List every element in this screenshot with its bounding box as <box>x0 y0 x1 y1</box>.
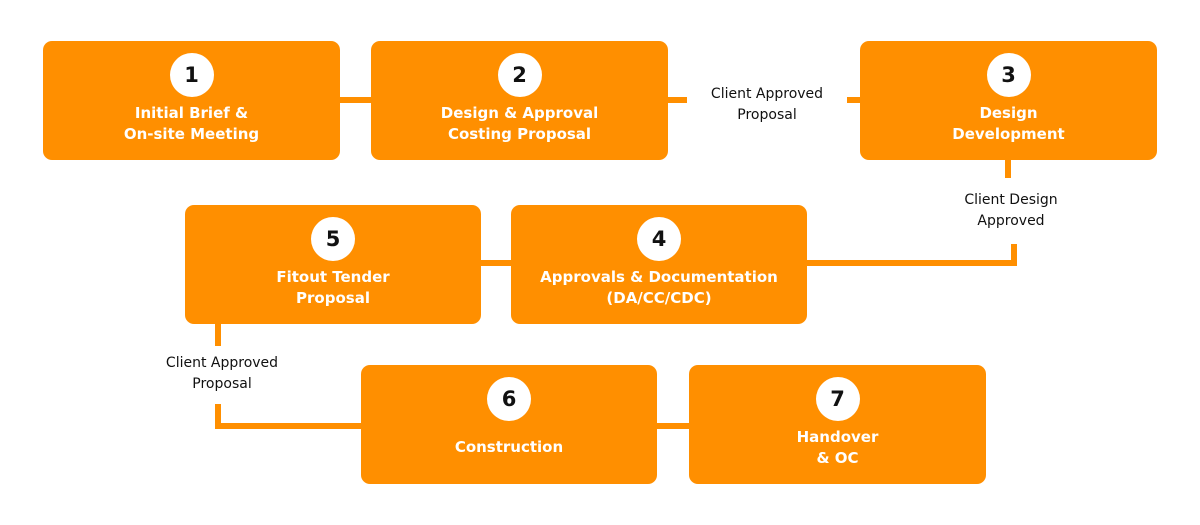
step-5-box: 5 Fitout Tender Proposal <box>185 205 481 324</box>
step-4-box: 4 Approvals & Documentation (DA/CC/CDC) <box>511 205 807 324</box>
step-1-box: 1 Initial Brief & On-site Meeting <box>43 41 340 160</box>
step-2-box: 2 Design & Approval Costing Proposal <box>371 41 668 160</box>
step-number-badge: 1 <box>169 53 214 97</box>
step-number-badge: 2 <box>497 53 542 97</box>
step-label: Handover & OC <box>796 428 879 467</box>
step-label: Construction <box>454 438 564 456</box>
connector-label-3-4: Client Design Approved <box>931 190 1091 232</box>
step-number-badge: 3 <box>986 53 1031 97</box>
step-7-box: 7 Handover & OC <box>689 365 986 484</box>
step-number-badge: 6 <box>487 377 531 421</box>
step-label: Initial Brief & On-site Meeting <box>123 104 260 143</box>
step-label: Approvals & Documentation (DA/CC/CDC) <box>540 268 778 307</box>
step-3-box: 3 Design Development <box>860 41 1157 160</box>
step-number-badge: 4 <box>637 217 681 261</box>
step-6-box: 6 Construction <box>361 365 657 484</box>
step-number-badge: 7 <box>815 377 860 421</box>
step-number-badge: 5 <box>311 217 355 261</box>
connector-3-4 <box>806 158 1017 266</box>
step-label: Fitout Tender Proposal <box>276 268 390 307</box>
connector-5-6 <box>215 322 362 429</box>
connector-label-5-6: Client Approved Proposal <box>142 353 302 395</box>
connector-label-2-3: Client Approved Proposal <box>687 84 847 126</box>
step-label: Design Development <box>952 104 1065 143</box>
step-label: Design & Approval Costing Proposal <box>440 104 599 143</box>
